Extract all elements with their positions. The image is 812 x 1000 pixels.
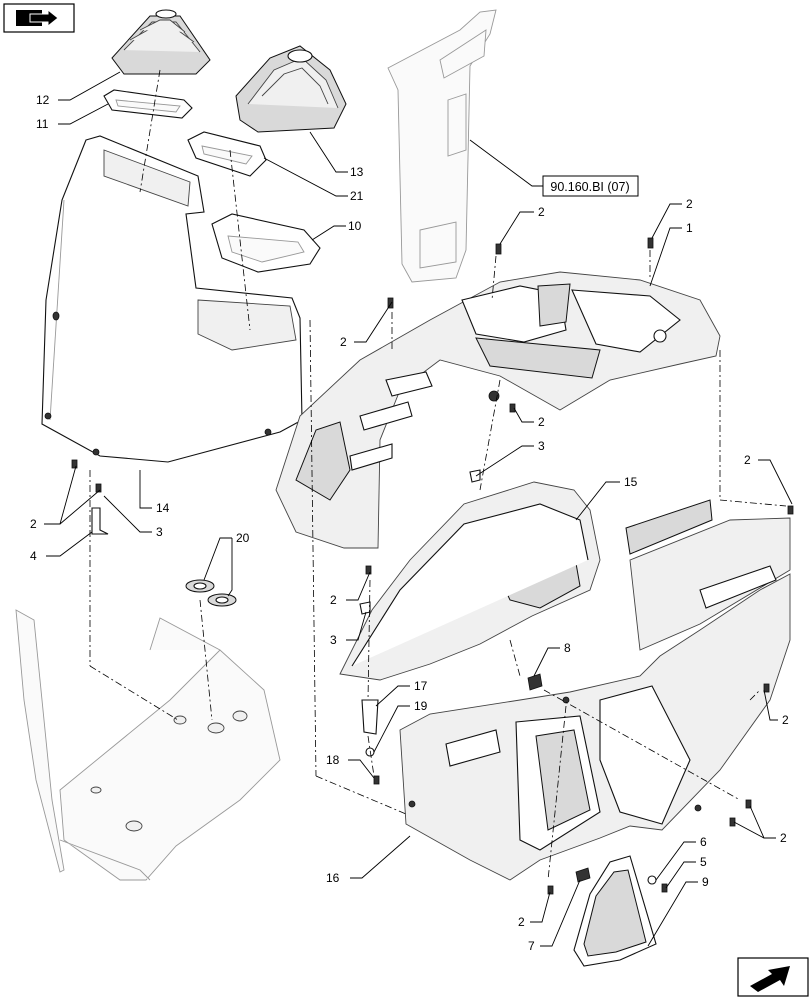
callout-3: 3 xyxy=(330,633,337,647)
cab-floor-section xyxy=(15,609,281,881)
callout-2: 2 xyxy=(780,831,787,845)
callout-3: 3 xyxy=(156,525,163,539)
alignment-axes xyxy=(89,69,787,881)
callout-17: 17 xyxy=(414,679,428,693)
part-14-left-console-cover xyxy=(41,135,303,463)
part-20-grommets xyxy=(185,579,237,607)
part-13-joystick-boot xyxy=(235,45,347,133)
part-16-lower-side-panel xyxy=(399,499,791,881)
callout-4: 4 xyxy=(30,549,37,563)
callout-13: 13 xyxy=(350,165,364,179)
callout-2: 2 xyxy=(30,517,37,531)
callout-12: 12 xyxy=(36,93,50,107)
callout-19: 19 xyxy=(414,699,428,713)
callout-11: 11 xyxy=(36,117,49,131)
callout-9: 9 xyxy=(702,875,709,889)
part-1-upper-console xyxy=(275,271,721,549)
callout-10: 10 xyxy=(348,219,362,233)
callout-21: 21 xyxy=(350,189,364,203)
callout-15: 15 xyxy=(624,475,638,489)
fasteners xyxy=(71,237,794,895)
callout-2: 2 xyxy=(330,593,337,607)
leader-lines xyxy=(44,71,793,947)
callout-16: 16 xyxy=(326,871,340,885)
callout-2: 2 xyxy=(538,205,545,219)
callout-20: 20 xyxy=(236,531,250,545)
part-11-boot-frame xyxy=(103,89,193,119)
callout-2: 2 xyxy=(538,415,545,429)
callout-2: 2 xyxy=(518,915,525,929)
part-90160-pillar-panel xyxy=(387,9,497,283)
callout-2: 2 xyxy=(744,453,751,467)
reference-box-90160[interactable]: 90.160.BI (07) xyxy=(542,175,639,197)
callout-5: 5 xyxy=(700,855,707,869)
callout-18: 18 xyxy=(326,753,340,767)
callout-14: 14 xyxy=(156,501,170,515)
callout-7: 7 xyxy=(528,939,535,953)
callout-3: 3 xyxy=(538,439,545,453)
svg-text:90.160.BI (07): 90.160.BI (07) xyxy=(550,180,629,194)
callout-6: 6 xyxy=(700,835,707,849)
part-21-boot-frame xyxy=(187,131,267,177)
callout-2: 2 xyxy=(782,713,789,727)
part-15-center-tray xyxy=(339,481,601,681)
callout-labels: 12 11 13 21 10 2 2 1 2 2 3 15 2 2 14 3 4… xyxy=(30,93,789,953)
book-arrow-icon[interactable] xyxy=(3,3,75,33)
callout-2: 2 xyxy=(686,197,693,211)
callout-1: 1 xyxy=(686,221,693,235)
part-9-grille xyxy=(573,855,657,967)
part-12-gear-lever-boot xyxy=(111,9,211,75)
next-page-arrow-icon[interactable] xyxy=(737,957,809,997)
callout-2: 2 xyxy=(340,335,347,349)
callout-8: 8 xyxy=(564,641,571,655)
part-10-mounting-frame xyxy=(211,213,321,273)
